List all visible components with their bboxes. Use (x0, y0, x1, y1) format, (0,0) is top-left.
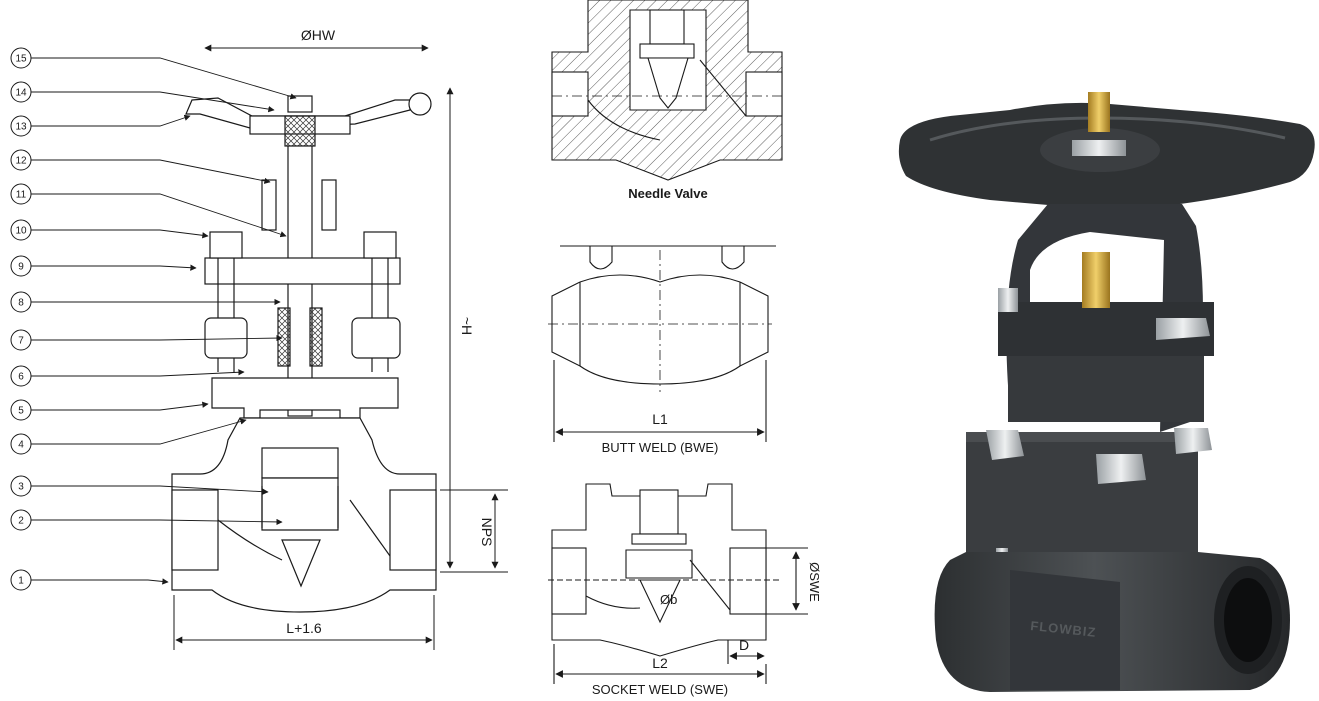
callout-number: 11 (16, 190, 27, 201)
callout-number: 8 (18, 298, 24, 309)
socket-swe-label: ØSWE (807, 562, 822, 602)
packing (277, 307, 291, 367)
callout-leader (31, 229, 209, 239)
callout-leader (31, 91, 275, 113)
callout-leader (31, 401, 209, 411)
callout-leader (31, 578, 169, 585)
callout-number: 4 (18, 440, 24, 451)
part-callouts: 15 14 13 12 11 10 9 8 7 6 5 4 3 2 1 (10, 47, 297, 591)
callout-leader (31, 518, 283, 526)
callout-leader (31, 369, 245, 377)
callout-number: 5 (18, 406, 24, 417)
dim-handwheel-label: ØHW (301, 27, 336, 43)
dim-height-label: ~H (459, 317, 475, 335)
callout-number: 7 (18, 336, 24, 347)
socket-weld-drawing (548, 483, 808, 684)
needle-valve-caption: Needle Valve (628, 186, 708, 201)
callout-number: 3 (18, 482, 24, 493)
butt-weld-drawing (548, 245, 776, 442)
socket-bore-label: Øb (660, 592, 677, 607)
callout-leader (31, 334, 283, 342)
callout-leader (31, 57, 297, 100)
socket-depth-label: D (739, 637, 749, 653)
callout-number: 14 (15, 88, 27, 99)
callout-number: 2 (18, 516, 24, 527)
needle-valve-drawing (551, 0, 783, 181)
valve-render: FLOWBIZ (898, 92, 1315, 692)
callout-leader (31, 418, 247, 445)
butt-weld-length-label: L1 (652, 411, 668, 427)
callout-leader (31, 159, 271, 184)
callout-number: 13 (15, 122, 27, 133)
callout-leader (31, 264, 197, 271)
render-brand-marking: FLOWBIZ (1030, 618, 1097, 640)
gate-valve-dimensions (173, 44, 508, 650)
callout-leader (31, 114, 191, 127)
render-stem (1088, 92, 1110, 132)
dim-nps-label: NPS (479, 518, 495, 547)
callout-number: 12 (15, 156, 27, 167)
socket-length-label: L2 (652, 655, 668, 671)
callout-leader (31, 193, 287, 238)
callout-number: 10 (15, 226, 27, 237)
socket-weld-caption: SOCKET WELD (SWE) (592, 682, 728, 697)
callout-number: 1 (18, 576, 24, 587)
callout-number: 9 (18, 262, 24, 273)
callout-leader (31, 485, 269, 495)
callout-number: 15 (15, 54, 27, 65)
callout-number: 6 (18, 372, 24, 383)
butt-weld-caption: BUTT WELD (BWE) (602, 440, 719, 455)
bonnet-flange (204, 257, 401, 285)
gate-valve-drawing (171, 92, 437, 613)
dim-length-label: L+1.6 (286, 620, 322, 636)
